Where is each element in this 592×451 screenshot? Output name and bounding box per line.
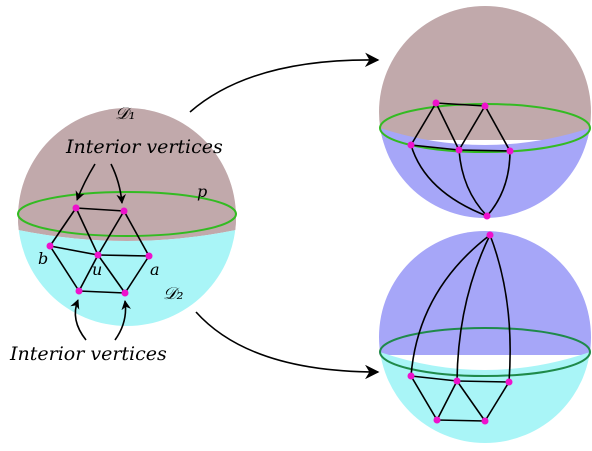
label-p: p [197, 182, 207, 201]
vertex-b [46, 242, 54, 250]
vertex [483, 212, 491, 220]
vertex-a [145, 252, 153, 260]
label-interior-vertices-top: Interior vertices [65, 136, 223, 158]
vertex [505, 378, 513, 386]
top-right-region-upper [379, 6, 591, 140]
label-interior-vertices-bottom: Interior vertices [9, 343, 167, 365]
vertex [432, 99, 440, 107]
vertex [453, 377, 461, 385]
label-d1: 𝒟₁ [115, 104, 135, 124]
vertex [481, 102, 489, 110]
label-a: a [150, 260, 160, 279]
vertex [455, 146, 463, 154]
label-u: u [92, 260, 102, 279]
vertex [72, 204, 80, 212]
bottom-right-boundary-curve [379, 327, 591, 377]
vertex [481, 417, 489, 425]
interior-arrows [70, 163, 131, 341]
vertex [433, 416, 441, 424]
left-region-d1-lower-cap [18, 218, 236, 241]
arrow-to-bottom-sphere-icon [195, 311, 380, 380]
vertex-u [94, 251, 102, 259]
label-d2: 𝒟₂ [163, 284, 184, 304]
bottom-right-triangulation [407, 231, 513, 425]
left-boundary-curve-p [17, 191, 237, 237]
vertex [407, 141, 415, 149]
bottom-right-region-lower [380, 352, 590, 443]
vertex [75, 287, 83, 295]
label-b: b [38, 249, 48, 268]
vertex [486, 231, 494, 239]
vertex [506, 147, 514, 155]
vertex [407, 372, 415, 380]
vertex [121, 289, 129, 297]
left-triangulation [46, 204, 153, 297]
arrow-to-top-sphere-icon [189, 52, 380, 113]
vertex [120, 207, 128, 215]
top-right-sphere [379, 6, 591, 218]
top-right-triangulation [407, 99, 514, 220]
